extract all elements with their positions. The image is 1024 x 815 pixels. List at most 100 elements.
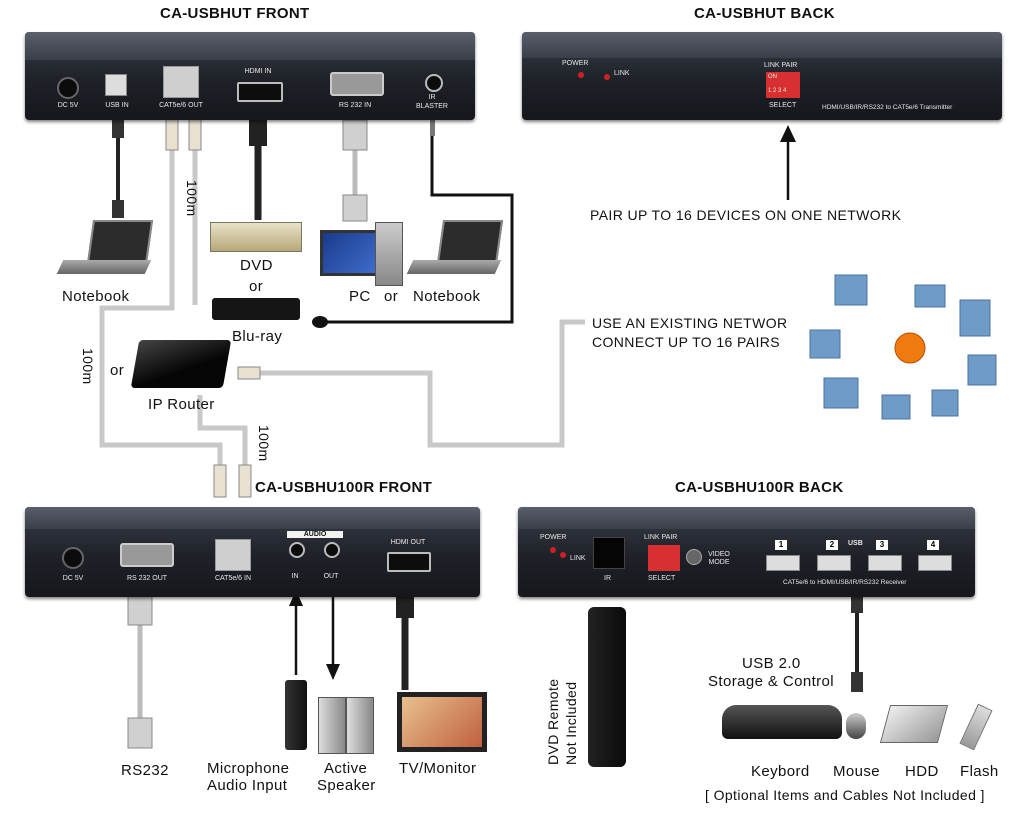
mic-label-1: Microphone — [207, 760, 290, 777]
hdmi-plug — [396, 592, 414, 618]
usb-plug — [112, 120, 124, 138]
or-label: or — [249, 278, 264, 295]
dvd-label: DVD — [240, 257, 273, 274]
power-label: POWER — [562, 60, 589, 67]
port-label: RS 232 OUT — [126, 575, 168, 582]
speaker-label-1: Active — [324, 760, 368, 777]
port-label: OUT — [323, 573, 339, 580]
mic-arrowhead — [289, 590, 303, 606]
port-label: HDMI OUT — [390, 539, 426, 546]
network-text-2: CONNECT UP TO 16 PAIRS — [592, 334, 781, 350]
flash-label: Flash — [960, 763, 999, 780]
rx-back-unit: POWER LINK IR LINK PAIR SELECT VIDEO MOD… — [518, 507, 975, 597]
pair-up-text: PAIR UP TO 16 DEVICES ON ONE NETWORK — [590, 207, 902, 223]
port-label: USB IN — [105, 102, 129, 109]
link-led-icon — [560, 552, 566, 558]
usb-a-port-icon — [766, 555, 800, 571]
unit-top — [518, 507, 975, 529]
db9-plug — [342, 119, 368, 151]
link-label: LINK — [614, 70, 630, 77]
port-label: IR — [428, 94, 436, 101]
bluray-player-icon — [212, 298, 300, 320]
title-rx-front: CA-USBHU100R FRONT — [255, 479, 433, 496]
rx-front-unit: DC 5V RS 232 OUT CAT5e/6 IN AUDIO IN OUT… — [25, 507, 480, 597]
speaker-label-2: Speaker — [317, 777, 376, 794]
port-label: HDMI IN — [244, 68, 272, 75]
cat-cable-router-out — [197, 395, 248, 470]
usb-plug — [851, 672, 863, 692]
rj45-port-icon — [215, 539, 251, 571]
port-label: CAT5e/6 IN — [214, 575, 252, 582]
rj45-plug — [165, 117, 179, 151]
keyboard-label: Keybord — [751, 763, 810, 780]
mic-label-2: Audio Input — [207, 777, 288, 794]
usb-a-port-icon — [817, 555, 851, 571]
usb-num-label: 1 — [775, 540, 787, 550]
or-label: or — [110, 362, 125, 379]
ir-sensor-icon — [593, 537, 625, 569]
db9-plug — [127, 717, 153, 749]
video-mode-button[interactable] — [686, 549, 702, 565]
tx-back-unit: POWER LINK LINK PAIR ON 1 2 3 4 SELECT H… — [522, 32, 1002, 120]
mouse-icon — [846, 713, 866, 739]
port-label: CAT5e/6 OUT — [159, 102, 203, 109]
usb-a-port-icon — [868, 555, 902, 571]
rj45-plug — [237, 366, 261, 380]
ir-plug — [430, 118, 435, 136]
pair-arrowhead — [780, 125, 796, 142]
remote-label-1: DVD Remote — [545, 678, 561, 765]
hdmi-port-icon — [387, 552, 431, 572]
tx-front-unit: DC 5V USB IN CAT5e/6 OUT HDMI IN RS 232 … — [25, 32, 475, 120]
usb-num-label: 3 — [876, 540, 888, 550]
hdd-icon — [879, 705, 949, 743]
video-mode-label: VIDEO MODE — [708, 551, 730, 566]
bluray-label: Blu-ray — [232, 328, 283, 345]
db9-port-icon — [120, 543, 174, 567]
link-pair-label: LINK PAIR — [764, 62, 798, 69]
cat-cable-left — [99, 150, 223, 470]
rj45-port-icon — [163, 66, 199, 98]
usb-a-port-icon — [918, 555, 952, 571]
hdd-label: HDD — [905, 763, 939, 780]
speaker-icon — [318, 697, 346, 754]
distance-label: 100m — [80, 348, 96, 385]
unit-top — [25, 507, 480, 529]
select-label: SELECT — [648, 575, 676, 582]
unit-top — [25, 32, 475, 60]
network-text-1: USE AN EXISTING NETWOR — [592, 315, 788, 331]
db9-plug — [342, 194, 368, 222]
port-label: IN — [291, 573, 299, 580]
usb-storage-label-2: Storage & Control — [708, 673, 835, 690]
dip-switch-icon[interactable] — [648, 545, 680, 571]
power-label: POWER — [540, 534, 567, 541]
hdmi-plug — [249, 120, 267, 146]
usb-plug — [851, 595, 863, 613]
port-label: RS 232 IN — [338, 102, 372, 109]
audio-in-jack-icon — [289, 542, 305, 558]
usb-storage-label-1: USB 2.0 — [742, 655, 801, 672]
ip-router-icon — [130, 340, 232, 388]
keyboard-icon — [722, 705, 842, 739]
distance-label: 100m — [184, 180, 200, 217]
rj45-plug — [213, 464, 227, 498]
mouse-label: Mouse — [833, 763, 881, 780]
remote-label-2: Not Included — [563, 681, 579, 765]
dip-switch-icon[interactable]: ON 1 2 3 4 — [766, 72, 800, 98]
usb-label: USB — [848, 540, 863, 547]
ir-jack-icon — [425, 74, 443, 92]
usb-num-label: 2 — [826, 540, 838, 550]
link-led-icon — [604, 74, 610, 80]
dip-on-label: ON — [768, 74, 777, 80]
hdmi-port-icon — [237, 82, 283, 102]
router-label: IP Router — [148, 396, 215, 413]
notebook-right-label: Notebook — [413, 288, 481, 305]
db9-plug — [127, 594, 153, 626]
title-tx-back: CA-USBHUT BACK — [694, 5, 835, 22]
rj45-plug — [188, 117, 202, 151]
or-label: or — [384, 288, 399, 305]
ir-emitter — [312, 316, 328, 328]
remote-control-icon — [588, 607, 626, 767]
db9-port-icon — [330, 72, 384, 96]
unit-top — [522, 32, 1002, 58]
